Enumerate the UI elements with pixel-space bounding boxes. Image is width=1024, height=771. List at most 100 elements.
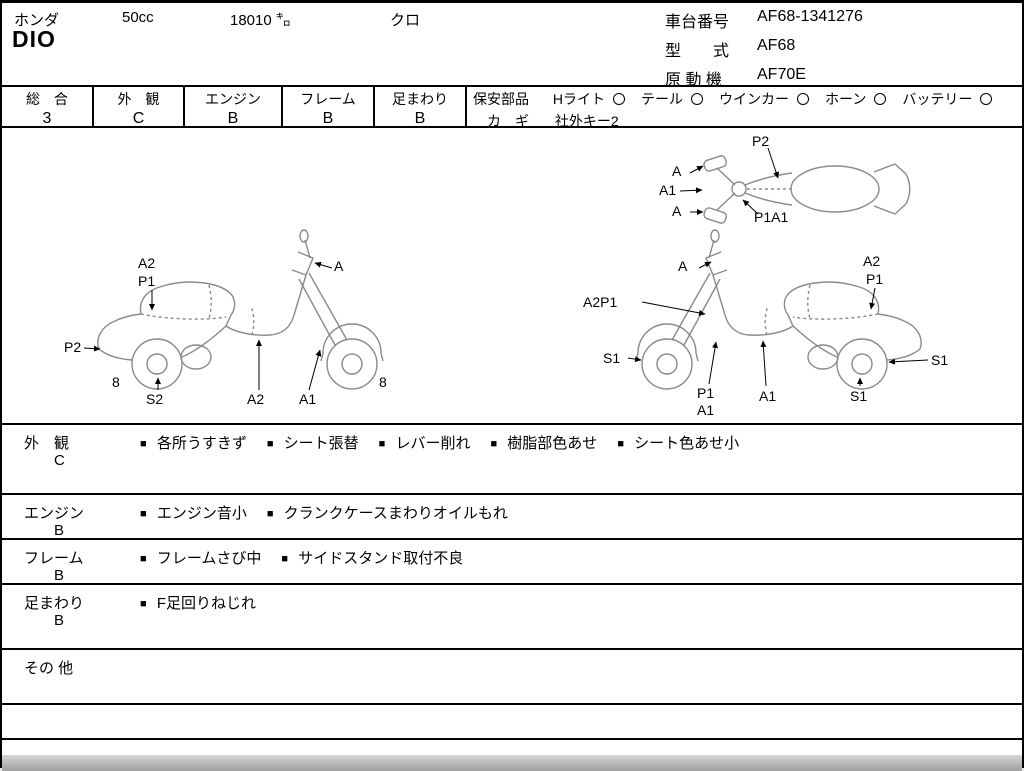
diagram-label: A	[334, 258, 344, 274]
type-label: 型 式	[665, 43, 730, 60]
bullet-icon: ■	[490, 438, 498, 450]
note-item: ■ 各所うすきず	[140, 435, 247, 452]
header: ホンダ 50cc 18010 ㌔ クロ DIO 車台番号 AF68-134127…	[2, 3, 1022, 89]
diagram-label: A1	[759, 388, 777, 404]
diagram-label: A1	[697, 402, 715, 418]
safety-item: バッテリー	[902, 89, 993, 109]
safety-item-label: ホーン	[825, 91, 867, 107]
engine-row: 原 動 機 AF70E	[665, 66, 863, 90]
grade-row: 総 合 3 外 観 C エンジン B フレーム B 足まわり B 保安部品 Hラ…	[2, 85, 1022, 129]
key-value: 社外キー2	[554, 113, 619, 129]
grade-frame: フレーム B	[283, 87, 375, 127]
displacement: 50cc	[122, 9, 154, 26]
grade-engine-value: B	[227, 110, 239, 127]
chassis-label: 車台番号	[665, 14, 730, 31]
grade-frame-label: フレーム	[300, 91, 356, 107]
chassis-row: 車台番号 AF68-1341276	[665, 8, 863, 32]
note-row: その 他	[2, 648, 1022, 703]
safety-item: ウインカー	[719, 89, 810, 109]
safety-items: Hライト テール ウインカーホーン バッテリー	[552, 89, 993, 109]
empty-row	[2, 703, 1022, 738]
safety-item-label: Hライト	[552, 91, 606, 107]
diagram-label: S1	[931, 352, 949, 368]
safety-item: ホーン	[825, 89, 887, 109]
grade-exterior-label: 外 観	[117, 91, 160, 107]
scooter-diagram-svg	[83, 147, 929, 391]
diagram-label: P2	[752, 133, 770, 149]
bullet-icon: ■	[140, 508, 147, 520]
note-grade: B	[54, 612, 65, 629]
mileage: 18010 ㌔	[230, 12, 291, 29]
diagram-label: S2	[146, 391, 164, 407]
diagram-label: P2	[64, 339, 82, 355]
note-category: 足まわり	[24, 595, 85, 612]
note-item: ■ シート色あせ小	[617, 435, 740, 452]
bullet-icon: ■	[281, 553, 289, 565]
note-grade: B	[54, 522, 65, 539]
grade-overall: 総 合 3	[2, 87, 94, 127]
note-item: ■ シート張替	[266, 435, 359, 452]
grade-undercarriage-value: B	[414, 110, 426, 127]
diagram-label: A	[672, 203, 682, 219]
safety-item: テール	[641, 89, 704, 109]
ok-circle-icon	[691, 93, 704, 105]
note-item: ■ サイドスタンド取付不良	[281, 550, 464, 567]
diagram-label: A1	[299, 391, 317, 407]
scan-edge	[2, 755, 1022, 771]
note-category: 外 観	[24, 435, 70, 452]
note-item: ■ フレームさび中	[140, 550, 262, 567]
note-item: ■ 樹脂部色あせ	[490, 435, 598, 452]
grade-exterior-value: C	[132, 110, 145, 127]
safety-parts-line: 保安部品 Hライト テール ウインカーホーン バッテリー	[473, 89, 1022, 109]
diagram-label: A2	[863, 253, 881, 269]
bullet-icon: ■	[266, 508, 274, 520]
note-grade: B	[54, 567, 65, 584]
bullet-icon: ■	[266, 438, 274, 450]
bullet-icon: ■	[617, 438, 624, 450]
grade-undercarriage-label: 足まわり	[392, 91, 448, 107]
model-name: DIO	[12, 26, 56, 52]
note-item: ■ エンジン音小	[140, 505, 247, 522]
note-category: フレーム	[24, 550, 84, 567]
safety-item-label: テール	[641, 91, 684, 107]
maker-name: ホンダ	[14, 12, 60, 29]
diagram-label: A2P1	[583, 294, 618, 310]
note-items: ■ フレームさび中 ■ サイドスタンド取付不良	[140, 547, 483, 568]
diagram-label: A2	[138, 255, 156, 271]
diagram-label: S1	[603, 350, 621, 366]
type-value: AF68	[757, 37, 796, 54]
ok-circle-icon	[797, 93, 810, 105]
diagram-label: A2	[247, 391, 265, 407]
diagram-label: A	[672, 163, 682, 179]
ok-circle-icon	[874, 93, 887, 105]
grade-engine: エンジン B	[185, 87, 283, 127]
bullet-icon: ■	[378, 438, 386, 450]
safety-title: 保安部品	[473, 91, 529, 107]
grade-overall-label: 総 合	[26, 91, 68, 107]
ok-circle-icon	[980, 93, 993, 105]
engine-label: 原 動 機	[665, 72, 722, 89]
note-items: ■ F足回りねじれ	[140, 592, 276, 613]
safety-parts-cell: 保安部品 Hライトテールウインカーホーンバッテリー カ ギ 社外キー2	[467, 87, 1022, 129]
safety-item: Hライト	[552, 89, 626, 109]
note-category: エンジン	[24, 505, 85, 522]
safety-item-label: バッテリー	[902, 91, 973, 107]
vehicle-ids: 車台番号 AF68-1341276 型 式 AF68 原 動 機 AF70E	[665, 8, 863, 95]
diagram-label: P1A1	[754, 209, 789, 225]
grade-engine-label: エンジン	[205, 91, 261, 107]
type-row: 型 式 AF68	[665, 37, 863, 61]
diagram-label: 8	[379, 374, 387, 390]
note-category: その 他	[24, 660, 74, 677]
note-item: ■ F足回りねじれ	[140, 595, 256, 612]
bullet-icon: ■	[140, 598, 147, 610]
diagram-label: 8	[112, 374, 120, 390]
note-item: ■ クランクケースまわりオイルもれ	[266, 505, 508, 522]
bullet-icon: ■	[140, 553, 147, 565]
grade-overall-value: 3	[42, 110, 52, 127]
grade-frame-value: B	[322, 110, 334, 127]
